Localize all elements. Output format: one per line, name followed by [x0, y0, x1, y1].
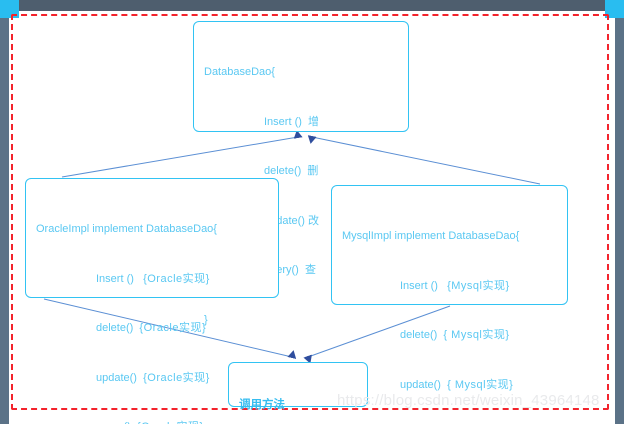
- interface-method-3-note: 查: [304, 264, 317, 276]
- oracle-method-0-signature: Insert (): [96, 272, 134, 285]
- caller-title: 调用方法: [239, 399, 285, 411]
- oracle-method-1-signature: delete(): [96, 322, 134, 334]
- mysql-method-0: Insert () {Mysql实现}: [342, 278, 557, 295]
- oracle-method-3-signature: query(): [96, 421, 131, 424]
- oracle-method-2: update() {Oracle实现}: [36, 370, 268, 387]
- interface-method-1-note: 删: [307, 165, 319, 177]
- class-box-mysql-impl[interactable]: MysqlImpl implement DatabaseDao{ Insert …: [331, 185, 568, 391]
- window-left-edge: [0, 0, 9, 424]
- mysql-header: MysqlImpl implement DatabaseDao{: [342, 230, 520, 242]
- oracle-method-3: query() {Oracle实现}: [36, 419, 268, 424]
- mysql-method-1-note: { Mysql实现}: [443, 329, 510, 341]
- mysql-method-2-signature: update(): [400, 378, 441, 391]
- class-box-caller[interactable]: 调用方法 dao.insert(); dao.delete();: [228, 362, 368, 411]
- class-box-database-dao[interactable]: DatabaseDao{ Insert () 增 delete() 删 upda…: [193, 21, 409, 326]
- interface-method-0-signature: Insert (): [264, 115, 302, 128]
- oracle-header: OracleImpl implement DatabaseDao{: [36, 223, 217, 235]
- interface-footer: }: [204, 313, 208, 326]
- oracle-method-0: Insert () {Oracle实现}: [36, 271, 268, 288]
- class-box-oracle-impl[interactable]: OracleImpl implement DatabaseDao{ Insert…: [25, 178, 279, 424]
- selection-handle-top-right[interactable]: [605, 0, 624, 18]
- oracle-method-1-note: {Oracle实现}: [139, 322, 207, 334]
- mysql-method-0-note: {Mysql实现}: [447, 279, 510, 292]
- interface-method-1: delete() 删: [204, 163, 398, 180]
- selection-handle-top-left[interactable]: [0, 0, 19, 18]
- interface-method-2-note: 改: [308, 214, 320, 227]
- interface-method-1-signature: delete(): [264, 165, 302, 177]
- mysql-method-1-signature: delete(): [400, 329, 438, 341]
- selection-rectangle[interactable]: [11, 14, 609, 410]
- mysql-method-2: update() { Mysql实现}: [342, 377, 557, 394]
- window-right-edge: [615, 0, 624, 424]
- oracle-method-2-signature: update(): [96, 371, 137, 384]
- window-top-bar: [0, 0, 624, 11]
- oracle-method-2-note: {Oracle实现}: [143, 371, 210, 384]
- oracle-method-1: delete() {Oracle实现}: [36, 320, 268, 337]
- interface-method-0-note: 增: [308, 115, 320, 128]
- oracle-method-3-note: {Oracle实现}: [137, 421, 204, 424]
- watermark-text: https://blog.csdn.net/weixin_43964148: [337, 392, 600, 409]
- mysql-method-0-signature: Insert (): [400, 279, 438, 292]
- interface-method-0: Insert () 增: [204, 114, 398, 131]
- interface-header: DatabaseDao{: [204, 66, 275, 78]
- mysql-method-2-note: { Mysql实现}: [447, 378, 514, 391]
- mysql-method-1: delete() { Mysql实现}: [342, 327, 557, 344]
- oracle-method-0-note: {Oracle实现}: [143, 272, 210, 285]
